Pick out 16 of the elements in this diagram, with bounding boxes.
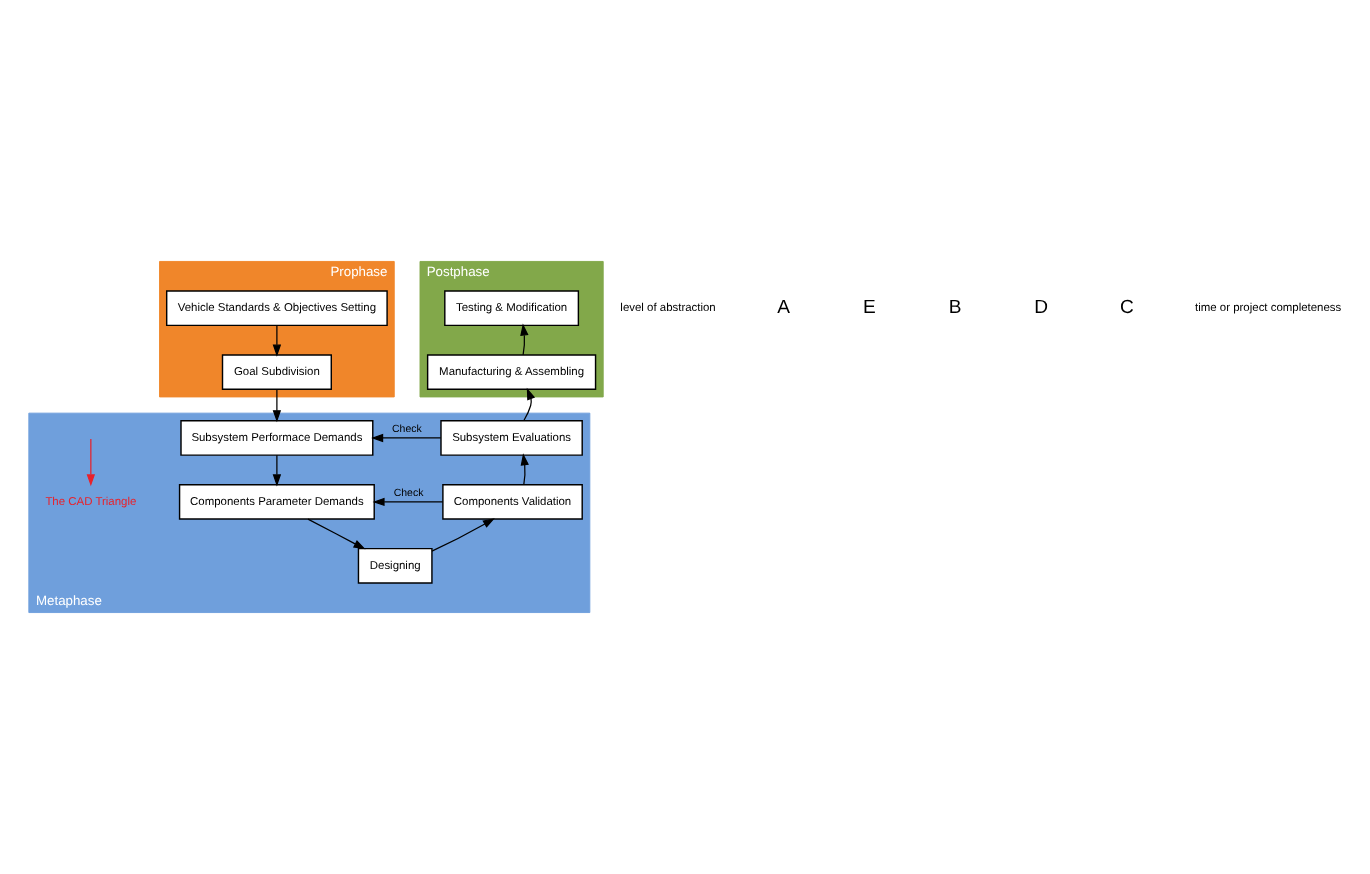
arrow — [371, 433, 442, 443]
arrow — [272, 454, 282, 487]
arrow — [523, 387, 536, 422]
arrow — [372, 497, 444, 507]
arrow — [431, 518, 495, 552]
arrow — [86, 438, 96, 487]
arrow — [272, 324, 282, 357]
label: D — [1034, 296, 1048, 319]
label: A — [777, 296, 790, 319]
arrow — [272, 388, 282, 423]
label: C — [1120, 296, 1134, 319]
label: B — [948, 296, 962, 319]
arrow — [307, 518, 366, 550]
arrow — [520, 323, 529, 356]
label: E — [863, 296, 876, 319]
arrow — [520, 453, 529, 486]
